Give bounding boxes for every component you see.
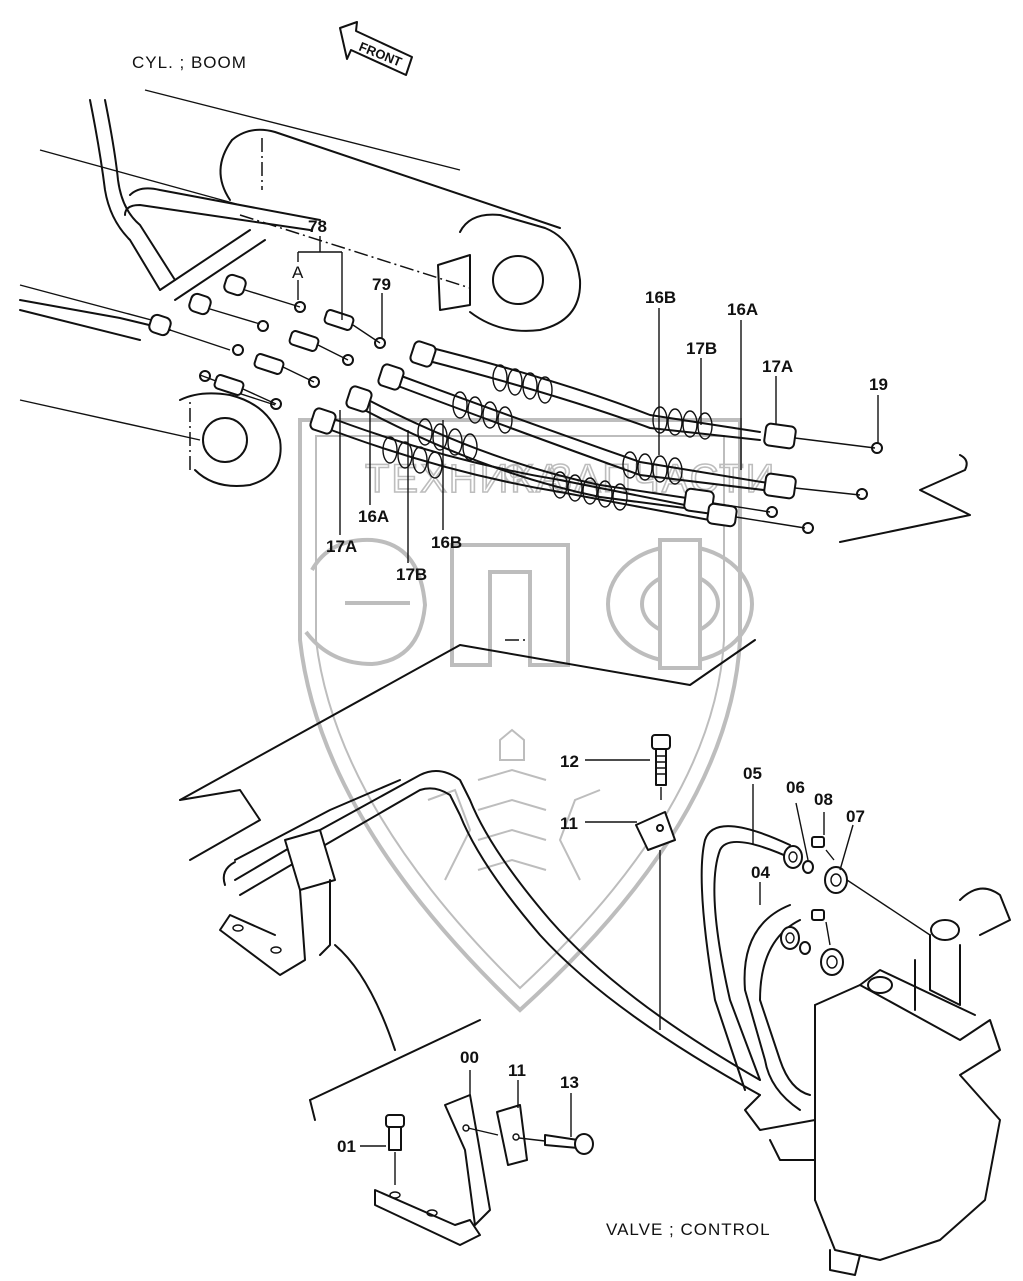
label-12: 12	[560, 752, 579, 771]
label-19: 19	[869, 375, 888, 394]
wheat-ear-icon	[427, 728, 601, 881]
watermark-shield-inner	[315, 435, 725, 990]
pilot-tubes	[222, 770, 811, 1111]
label-08: 08	[814, 790, 833, 809]
label-16A-top: 16A	[727, 300, 758, 319]
boom-cylinder-lower	[19, 284, 282, 487]
bolt-12	[651, 734, 671, 800]
clamp-upper	[635, 811, 676, 1030]
support-bracket-lower	[374, 1094, 594, 1246]
label-17B-low: 17B	[396, 565, 427, 584]
watermark-text-left: ТЕХНИКА	[365, 457, 564, 501]
front-direction-arrow: FRONT	[339, 21, 413, 76]
label-17A-top: 17A	[762, 357, 793, 376]
title-valve-control: VALVE ; CONTROL	[606, 1220, 771, 1239]
frame-outline	[179, 454, 971, 1121]
label-16A-low: 16A	[358, 507, 389, 526]
label-A: A	[292, 263, 304, 282]
cylinder-tubes	[19, 99, 321, 341]
watermark-logo: ЭПФ	[304, 537, 754, 670]
part-labels: 78 A 79 16B 16A 17B 17A 19 16A 17A 17B 1…	[292, 217, 888, 1156]
hoses	[309, 340, 883, 534]
label-11-top: 11	[560, 814, 578, 833]
port-fittings	[148, 273, 386, 410]
label-16B-top: 16B	[645, 288, 676, 307]
label-13: 13	[560, 1073, 579, 1092]
label-05: 05	[743, 764, 762, 783]
watermark: ЭПФ ТЕХНИКА ЗАПЧАСТИ	[298, 418, 775, 1013]
arrow-left-icon	[339, 21, 413, 76]
support-bracket-upper	[219, 829, 396, 1051]
label-11-bottom: 11	[508, 1061, 526, 1080]
title-cylinder-boom: CYL. ; BOOM	[132, 53, 247, 72]
label-79: 79	[372, 275, 391, 294]
control-valve	[744, 887, 1011, 1276]
valve-fittings	[780, 836, 931, 976]
label-17A-low: 17A	[326, 537, 357, 556]
label-04: 04	[751, 863, 770, 882]
leader-lines	[297, 236, 879, 1147]
label-78: 78	[308, 217, 327, 236]
label-07: 07	[846, 807, 865, 826]
boom-cylinder-upper	[39, 89, 582, 332]
label-16B-low: 16B	[431, 533, 462, 552]
label-17B-top: 17B	[686, 339, 717, 358]
label-06: 06	[786, 778, 805, 797]
watermark-shield	[298, 418, 742, 1013]
label-00: 00	[460, 1048, 479, 1067]
label-01: 01	[337, 1137, 356, 1156]
